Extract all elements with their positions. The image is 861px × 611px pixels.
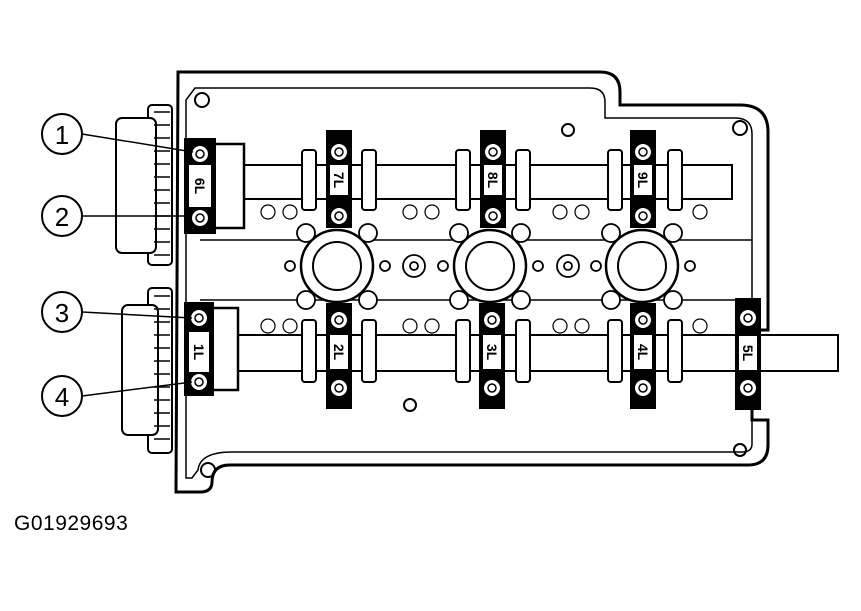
cam-lobes (301, 149, 683, 383)
cylinder-head-inner-outline (185, 87, 753, 479)
bearing-cap-label-5L: 5L (740, 345, 756, 362)
bearing-cap-label-8L: 8L (485, 172, 501, 189)
bearing-cap-3L: 3L (479, 303, 505, 409)
callout-leaders (81, 133, 194, 397)
bearing-cap-label-7L: 7L (331, 172, 347, 189)
bearing-cap-1L: 1L (184, 302, 240, 396)
callout-number-1: 1 (55, 120, 69, 150)
figure-id: G01929693 (14, 512, 129, 535)
callout-2: 2 (41, 195, 83, 237)
callout-3: 3 (41, 291, 83, 333)
bearing-cap-5L: 5L (735, 298, 761, 410)
bearing-cap-label-4L: 4L (635, 344, 651, 361)
callout-number-4: 4 (55, 382, 69, 412)
bearing-cap-label-1L: 1L (191, 344, 207, 361)
cam-sprockets (115, 104, 173, 454)
bearing-cap-label-9L: 9L (635, 172, 651, 189)
mounting-holes (194, 92, 748, 478)
bearing-cap-label-2L: 2L (331, 344, 347, 361)
spark-plug-holes (312, 241, 667, 291)
housing-bolts (296, 223, 683, 310)
valve-springs (260, 204, 708, 334)
callout-4: 4 (41, 375, 83, 417)
bearing-cap-4L: 4L (630, 303, 656, 409)
bearing-cap-7L: 7L (326, 130, 352, 228)
bearing-cap-8L: 8L (480, 130, 506, 228)
small-holes (284, 254, 696, 278)
bearing-cap-2L: 2L (326, 303, 352, 409)
bearing-cap-label-6L: 6L (192, 178, 208, 195)
bearing-cap-label-3L: 3L (484, 344, 500, 361)
callout-1: 1 (41, 113, 83, 155)
bearing-cap-6L: 6L (184, 138, 246, 234)
cylinder-head-outline (174, 70, 770, 494)
bearing-cap-9L: 9L (630, 130, 656, 228)
callout-number-2: 2 (55, 202, 69, 232)
callout-number-3: 3 (55, 298, 69, 328)
